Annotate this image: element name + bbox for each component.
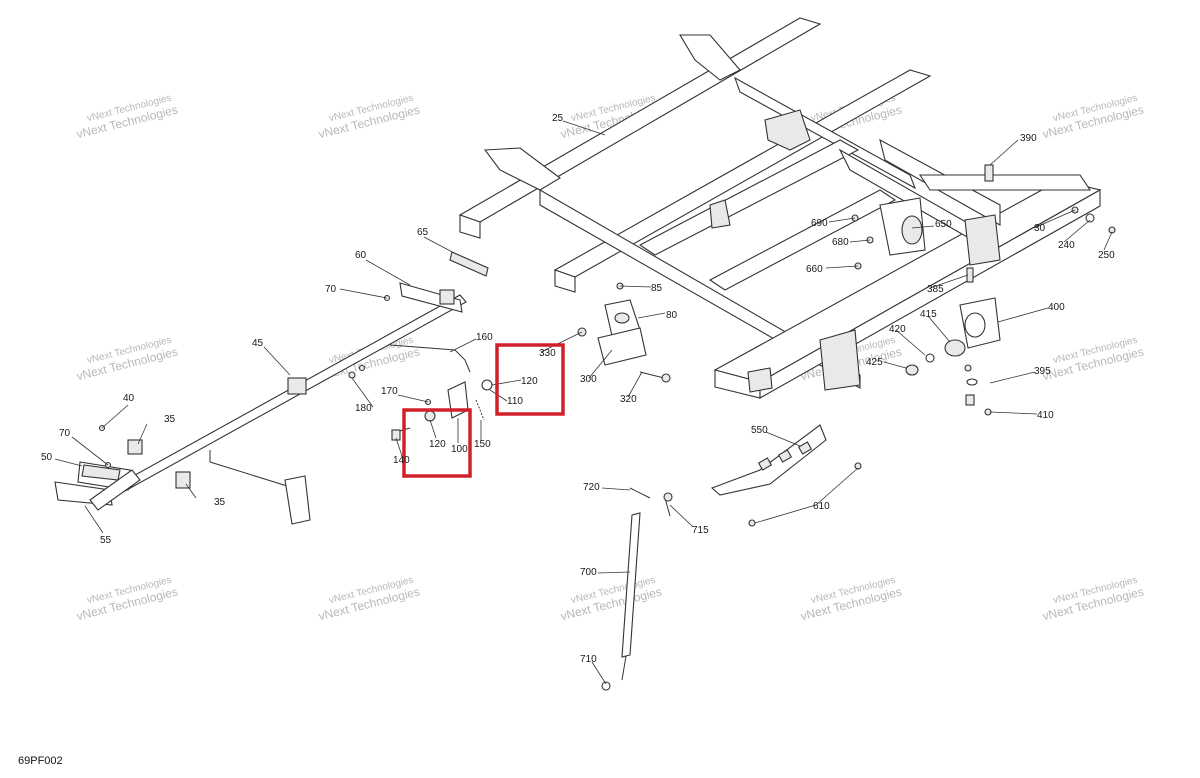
callout-label: 45 bbox=[252, 338, 264, 349]
highlight-box-120-lower bbox=[402, 408, 472, 478]
hardware-right bbox=[984, 164, 1116, 234]
callout-label: 330 bbox=[539, 348, 556, 359]
callout-label: 420 bbox=[889, 324, 906, 335]
callout-label: 240 bbox=[1058, 240, 1075, 251]
callout-label: 110 bbox=[507, 396, 523, 407]
callout-label: 30 bbox=[1034, 223, 1046, 234]
callout-label: 80 bbox=[666, 310, 678, 321]
callout-labels: 25 30 35 35 40 45 50 55 60 65 70 70 80 8… bbox=[41, 113, 1115, 665]
callout-label: 60 bbox=[355, 250, 367, 261]
callout-label: 390 bbox=[1020, 133, 1037, 144]
frame-rack bbox=[458, 17, 1102, 399]
callout-label: 385 bbox=[927, 284, 944, 295]
callout-label: 320 bbox=[620, 394, 637, 405]
callout-label: 85 bbox=[651, 283, 663, 294]
callout-label: 715 bbox=[692, 525, 709, 536]
callout-label: 35 bbox=[214, 497, 226, 508]
callout-label: 70 bbox=[325, 284, 337, 295]
callout-label: 700 bbox=[580, 567, 597, 578]
callout-label: 680 bbox=[832, 237, 849, 248]
callout-label: 690 bbox=[811, 218, 828, 229]
callout-label: 160 bbox=[476, 332, 493, 343]
callout-label: 415 bbox=[920, 309, 937, 320]
mount-400-group bbox=[905, 267, 1001, 416]
callout-label: 120 bbox=[521, 376, 538, 387]
callout-label: 65 bbox=[417, 227, 429, 238]
callout-label: 550 bbox=[751, 425, 768, 436]
callout-label: 610 bbox=[813, 501, 830, 512]
callout-label: 400 bbox=[1048, 302, 1065, 313]
callout-label: 650 bbox=[935, 219, 952, 230]
callout-label: 50 bbox=[41, 452, 53, 463]
callout-label: 425 bbox=[866, 357, 883, 368]
callout-label: 720 bbox=[583, 482, 600, 493]
strut-700 bbox=[601, 487, 673, 691]
callout-label: 35 bbox=[164, 414, 176, 425]
callout-label: 100 bbox=[451, 444, 468, 455]
callout-label: 55 bbox=[100, 535, 112, 546]
bracket-650 bbox=[851, 197, 926, 270]
callout-label: 180 bbox=[355, 403, 372, 414]
callout-label: 660 bbox=[806, 264, 823, 275]
callout-label: 250 bbox=[1098, 250, 1115, 261]
callout-label: 25 bbox=[552, 113, 564, 124]
callout-label: 170 bbox=[381, 386, 398, 397]
callout-label: 410 bbox=[1037, 410, 1054, 421]
callout-label: 70 bbox=[59, 428, 71, 439]
highlight-box-120-upper bbox=[495, 343, 565, 416]
callout-label: 140 bbox=[393, 455, 410, 466]
callout-label: 395 bbox=[1034, 366, 1051, 377]
callout-label: 710 bbox=[580, 654, 597, 665]
callout-label: 300 bbox=[580, 374, 597, 385]
callout-label: 120 bbox=[429, 439, 446, 450]
diagram-code: 69PF002 bbox=[18, 755, 63, 767]
callout-label: 150 bbox=[474, 439, 491, 450]
callout-label: 40 bbox=[123, 393, 135, 404]
guard-550 bbox=[710, 424, 862, 527]
latch-mount-group bbox=[577, 282, 671, 383]
handle-assembly bbox=[54, 251, 493, 525]
